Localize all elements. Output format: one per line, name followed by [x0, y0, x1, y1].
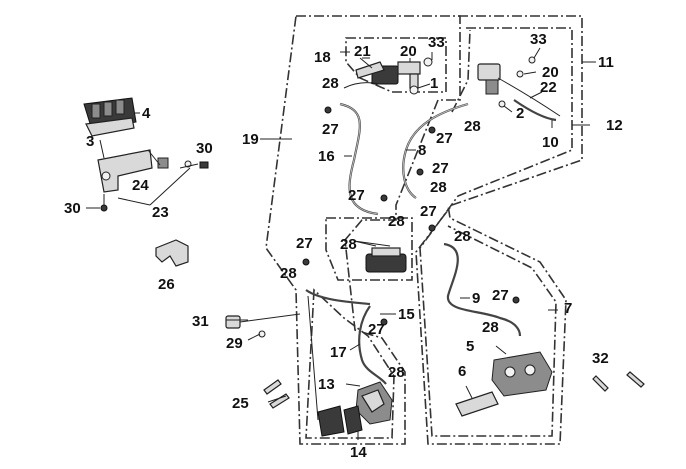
label-28h: 28 — [482, 319, 499, 336]
label-13: 13 — [318, 376, 335, 393]
brake-hose-15 — [305, 289, 371, 306]
label-28b: 28 — [464, 118, 481, 135]
label-27e: 27 — [420, 203, 437, 220]
part-31-shaft — [239, 313, 301, 323]
label-2: 2 — [516, 105, 524, 122]
brake-hose-9 — [443, 242, 522, 337]
group-outline-11 — [415, 15, 583, 445]
part-32-pin-a — [592, 375, 609, 392]
part-25-pin-b — [269, 393, 290, 409]
label-1: 1 — [430, 75, 438, 92]
label-28i: 28 — [388, 364, 405, 381]
label-27h: 27 — [368, 321, 385, 338]
label-28e: 28 — [340, 236, 357, 253]
right-caliper — [455, 351, 553, 417]
label-27c: 27 — [432, 160, 449, 177]
label-28g: 28 — [280, 265, 297, 282]
part-26-clip — [155, 239, 189, 267]
label-5: 5 — [466, 338, 474, 355]
label-19: 19 — [242, 131, 259, 148]
part-28-junction — [365, 247, 407, 273]
group-outline-19 — [265, 15, 461, 445]
label-20b: 20 — [542, 64, 559, 81]
label-31: 31 — [192, 313, 209, 330]
label-9: 9 — [472, 290, 480, 307]
label-21: 21 — [354, 43, 371, 60]
brake-hose-17 — [358, 305, 387, 385]
label-27a: 27 — [322, 121, 339, 138]
callout-labels: 1 2 3 4 5 6 7 8 9 10 11 12 13 14 15 16 1… — [64, 31, 623, 461]
label-6: 6 — [458, 363, 466, 380]
label-29: 29 — [226, 335, 243, 352]
label-8: 8 — [418, 142, 426, 159]
group-outline-15 — [305, 288, 395, 439]
label-10: 10 — [542, 134, 559, 151]
label-27b: 27 — [436, 130, 453, 147]
label-32: 32 — [592, 350, 609, 367]
label-27d: 27 — [348, 187, 365, 204]
group-outline-18 — [345, 37, 447, 93]
label-33b: 33 — [530, 31, 547, 48]
label-27g: 27 — [492, 287, 509, 304]
group-outline-28-box — [325, 217, 413, 281]
label-16: 16 — [318, 148, 335, 165]
banjo-bolts — [302, 106, 520, 326]
label-28d: 28 — [388, 213, 405, 230]
label-30a: 30 — [196, 140, 213, 157]
label-7: 7 — [564, 300, 572, 317]
label-27f: 27 — [296, 235, 313, 252]
label-17: 17 — [330, 344, 347, 361]
label-26: 26 — [158, 276, 175, 293]
label-25: 25 — [232, 395, 249, 412]
label-23: 23 — [152, 204, 169, 221]
brake-hose-16-inner — [339, 103, 379, 215]
label-33a: 33 — [428, 34, 445, 51]
part-32-pin-b — [626, 371, 645, 388]
label-24: 24 — [132, 177, 149, 194]
label-4: 4 — [142, 105, 151, 122]
part-25-pin-a — [263, 379, 282, 395]
label-15: 15 — [398, 306, 415, 323]
label-14: 14 — [350, 444, 367, 461]
label-28a: 28 — [322, 75, 339, 92]
left-master-cylinder — [343, 57, 433, 95]
label-3: 3 — [86, 133, 94, 150]
group-outline-12 — [419, 27, 573, 437]
part-4-switch-block — [83, 97, 137, 137]
right-master-cylinder — [477, 56, 561, 122]
part-3-bracket — [97, 149, 209, 212]
label-20a: 20 — [400, 43, 417, 60]
left-caliper — [317, 381, 393, 437]
label-18: 18 — [314, 49, 331, 66]
part-31-bolt-head — [225, 315, 241, 329]
label-28f: 28 — [454, 228, 471, 245]
label-11: 11 — [598, 54, 614, 71]
label-22: 22 — [540, 79, 557, 96]
label-30b: 30 — [64, 200, 81, 217]
brake-pipe-left — [307, 295, 319, 421]
label-12: 12 — [606, 117, 623, 134]
leader-lines — [86, 47, 596, 440]
label-28c: 28 — [430, 179, 447, 196]
